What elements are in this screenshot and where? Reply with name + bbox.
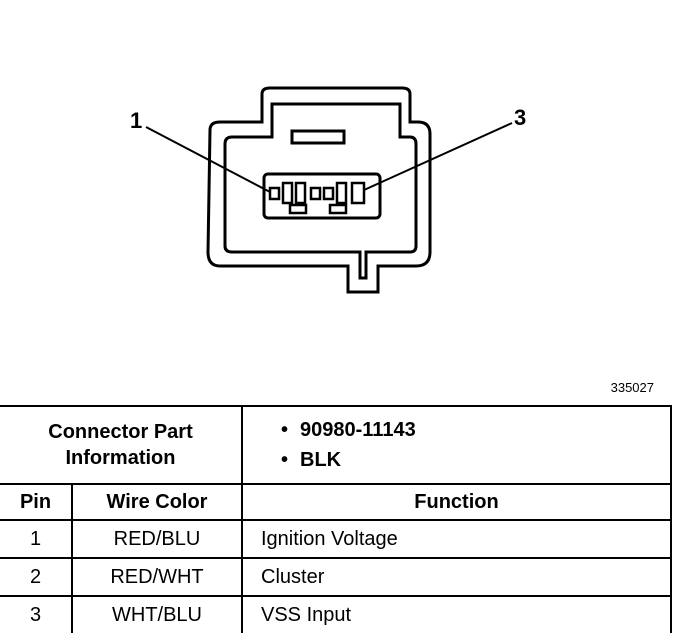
wire-color-cell: RED/WHT xyxy=(71,557,243,597)
info-label-text: Connector Part Information xyxy=(48,421,193,469)
connector-part-info-label: Connector Part Information xyxy=(0,405,243,485)
info-row: Connector Part Information •90980-11143 … xyxy=(0,405,672,485)
info-value-item: •BLK xyxy=(281,449,342,471)
terminal-pin-2 xyxy=(294,181,307,205)
terminal-cavity xyxy=(262,172,382,220)
function-cell: Cluster xyxy=(241,557,672,597)
connector-inner-outline xyxy=(223,102,418,280)
latch-window xyxy=(290,129,346,145)
terminal-pin-2b xyxy=(309,186,322,201)
terminal-pin-3 xyxy=(335,181,348,205)
header-wire-color: Wire Color xyxy=(71,483,243,521)
pin-label-3: 3 xyxy=(514,105,527,130)
connector-face-diagram xyxy=(145,86,513,294)
terminal-slot-3 xyxy=(328,203,348,215)
wire-color-cell: WHT/BLU xyxy=(71,595,243,633)
leader-line-pin-3 xyxy=(363,122,513,191)
terminal-pin-1b xyxy=(281,181,294,205)
connector-info-table: Connector Part Information •90980-11143 … xyxy=(0,405,672,633)
header-pin: Pin xyxy=(0,483,73,521)
terminal-pin-3b xyxy=(350,181,366,205)
pin-label-1: 1 xyxy=(130,108,143,133)
table-row: 3 WHT/BLU VSS Input xyxy=(0,595,672,633)
terminal-pin-2c xyxy=(322,186,335,201)
leader-line-pin-1 xyxy=(145,126,271,193)
table-row: 2 RED/WHT Cluster xyxy=(0,557,672,597)
connector-color: BLK xyxy=(300,449,342,471)
header-function: Function xyxy=(241,483,672,521)
pin-cell: 3 xyxy=(0,595,73,633)
pin-cell: 1 xyxy=(0,519,73,559)
header-row: Pin Wire Color Function xyxy=(0,483,672,521)
function-cell: Ignition Voltage xyxy=(241,519,672,559)
table-row: 1 RED/BLU Ignition Voltage xyxy=(0,519,672,559)
connector-part-info-values: •90980-11143 •BLK xyxy=(241,405,672,485)
connector-housing-outline xyxy=(206,86,432,294)
pin-cell: 2 xyxy=(0,557,73,597)
wire-color-cell: RED/BLU xyxy=(71,519,243,559)
info-value-item: •90980-11143 xyxy=(281,419,416,441)
function-cell: VSS Input xyxy=(241,595,672,633)
terminal-slot-1 xyxy=(288,203,308,215)
figure-number: 335027 xyxy=(610,380,654,395)
part-number: 90980-11143 xyxy=(300,419,416,441)
terminal-pin-1 xyxy=(268,186,281,201)
